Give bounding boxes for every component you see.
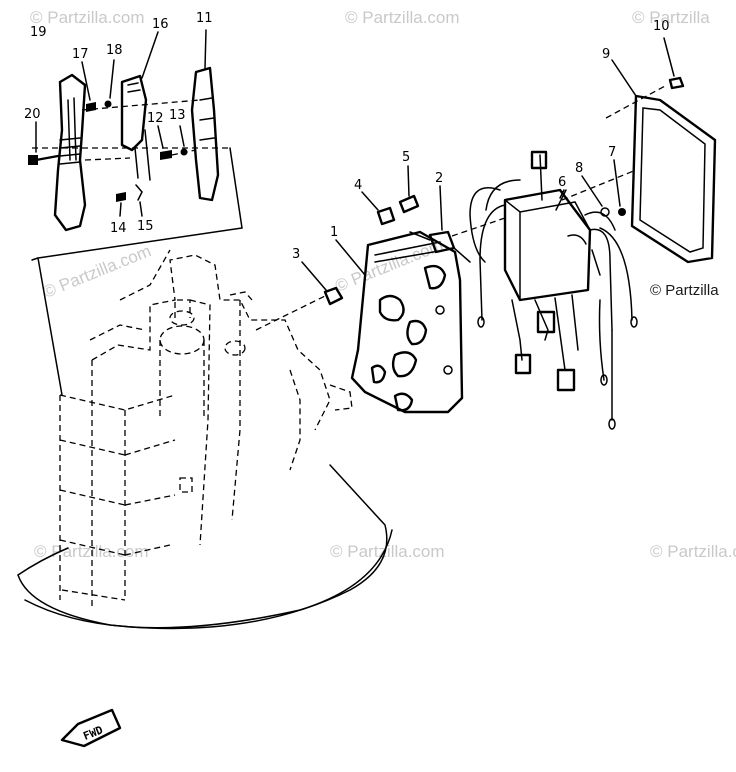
assembly-guide-line: [451, 85, 666, 237]
callout-18: 18: [106, 43, 123, 58]
callout-11: 11: [196, 11, 213, 26]
callout-16: 16: [152, 17, 169, 32]
watermark-lower-center: © Partzilla.com: [330, 542, 445, 561]
callout-8: 8: [575, 161, 584, 176]
fwd-label: FWD: [81, 723, 105, 743]
part-13-washer: [179, 125, 188, 156]
callout-9: 9: [602, 47, 611, 62]
callout-15: 15: [137, 219, 154, 234]
callout-13: 13: [169, 108, 186, 123]
part-1-base-plate: [335, 230, 464, 414]
part-9-cover: [611, 59, 717, 264]
callout-3: 3: [292, 247, 301, 262]
callout-2: 2: [435, 171, 444, 186]
watermark-top-right: © Partzilla.com: [345, 8, 460, 27]
callout-20: 20: [24, 107, 41, 122]
part-10-grommet: [663, 37, 685, 90]
part-14-bolt: [116, 192, 126, 217]
part-5-screw: [398, 165, 420, 214]
callout-1: 1: [330, 225, 339, 240]
part-15-washer: [135, 184, 143, 217]
part-19-clamp: [53, 73, 87, 232]
part-11-bracket: [190, 29, 220, 202]
callout-7: 7: [608, 145, 617, 160]
callout-5: 5: [402, 150, 411, 165]
part-3-grommet: [255, 261, 344, 331]
part-12-bolt: [157, 125, 172, 160]
watermark-right: © Partzilla: [650, 282, 719, 299]
part-20-screw: [28, 121, 60, 165]
part-16-holder: [120, 31, 159, 181]
engine-block: [17, 249, 393, 630]
part-2-rectifier: [409, 185, 471, 263]
watermark-top-left: © Partzilla.com: [30, 8, 145, 27]
part-18-washer: [104, 59, 115, 108]
part-8-washer: [581, 175, 610, 217]
part-4-collar: [361, 191, 396, 226]
callout-10: 10: [653, 19, 670, 34]
watermark-lower-left: © Partzilla.com: [34, 542, 149, 561]
part-6-cdi-unit: [469, 150, 638, 430]
watermark-lower-right: © Partzilla.com: [650, 542, 736, 561]
callout-4: 4: [354, 178, 363, 193]
callout-17: 17: [72, 47, 89, 62]
callout-14: 14: [110, 221, 127, 236]
part-7-bolt: [613, 159, 626, 216]
callout-12: 12: [147, 111, 164, 126]
fwd-arrow-icon: FWD: [60, 708, 122, 748]
callout-19: 19: [30, 25, 47, 40]
watermark-top-far-right: © Partzilla: [632, 8, 710, 27]
inset-guide-lines: [81, 99, 201, 161]
callout-6: 6: [558, 175, 567, 190]
